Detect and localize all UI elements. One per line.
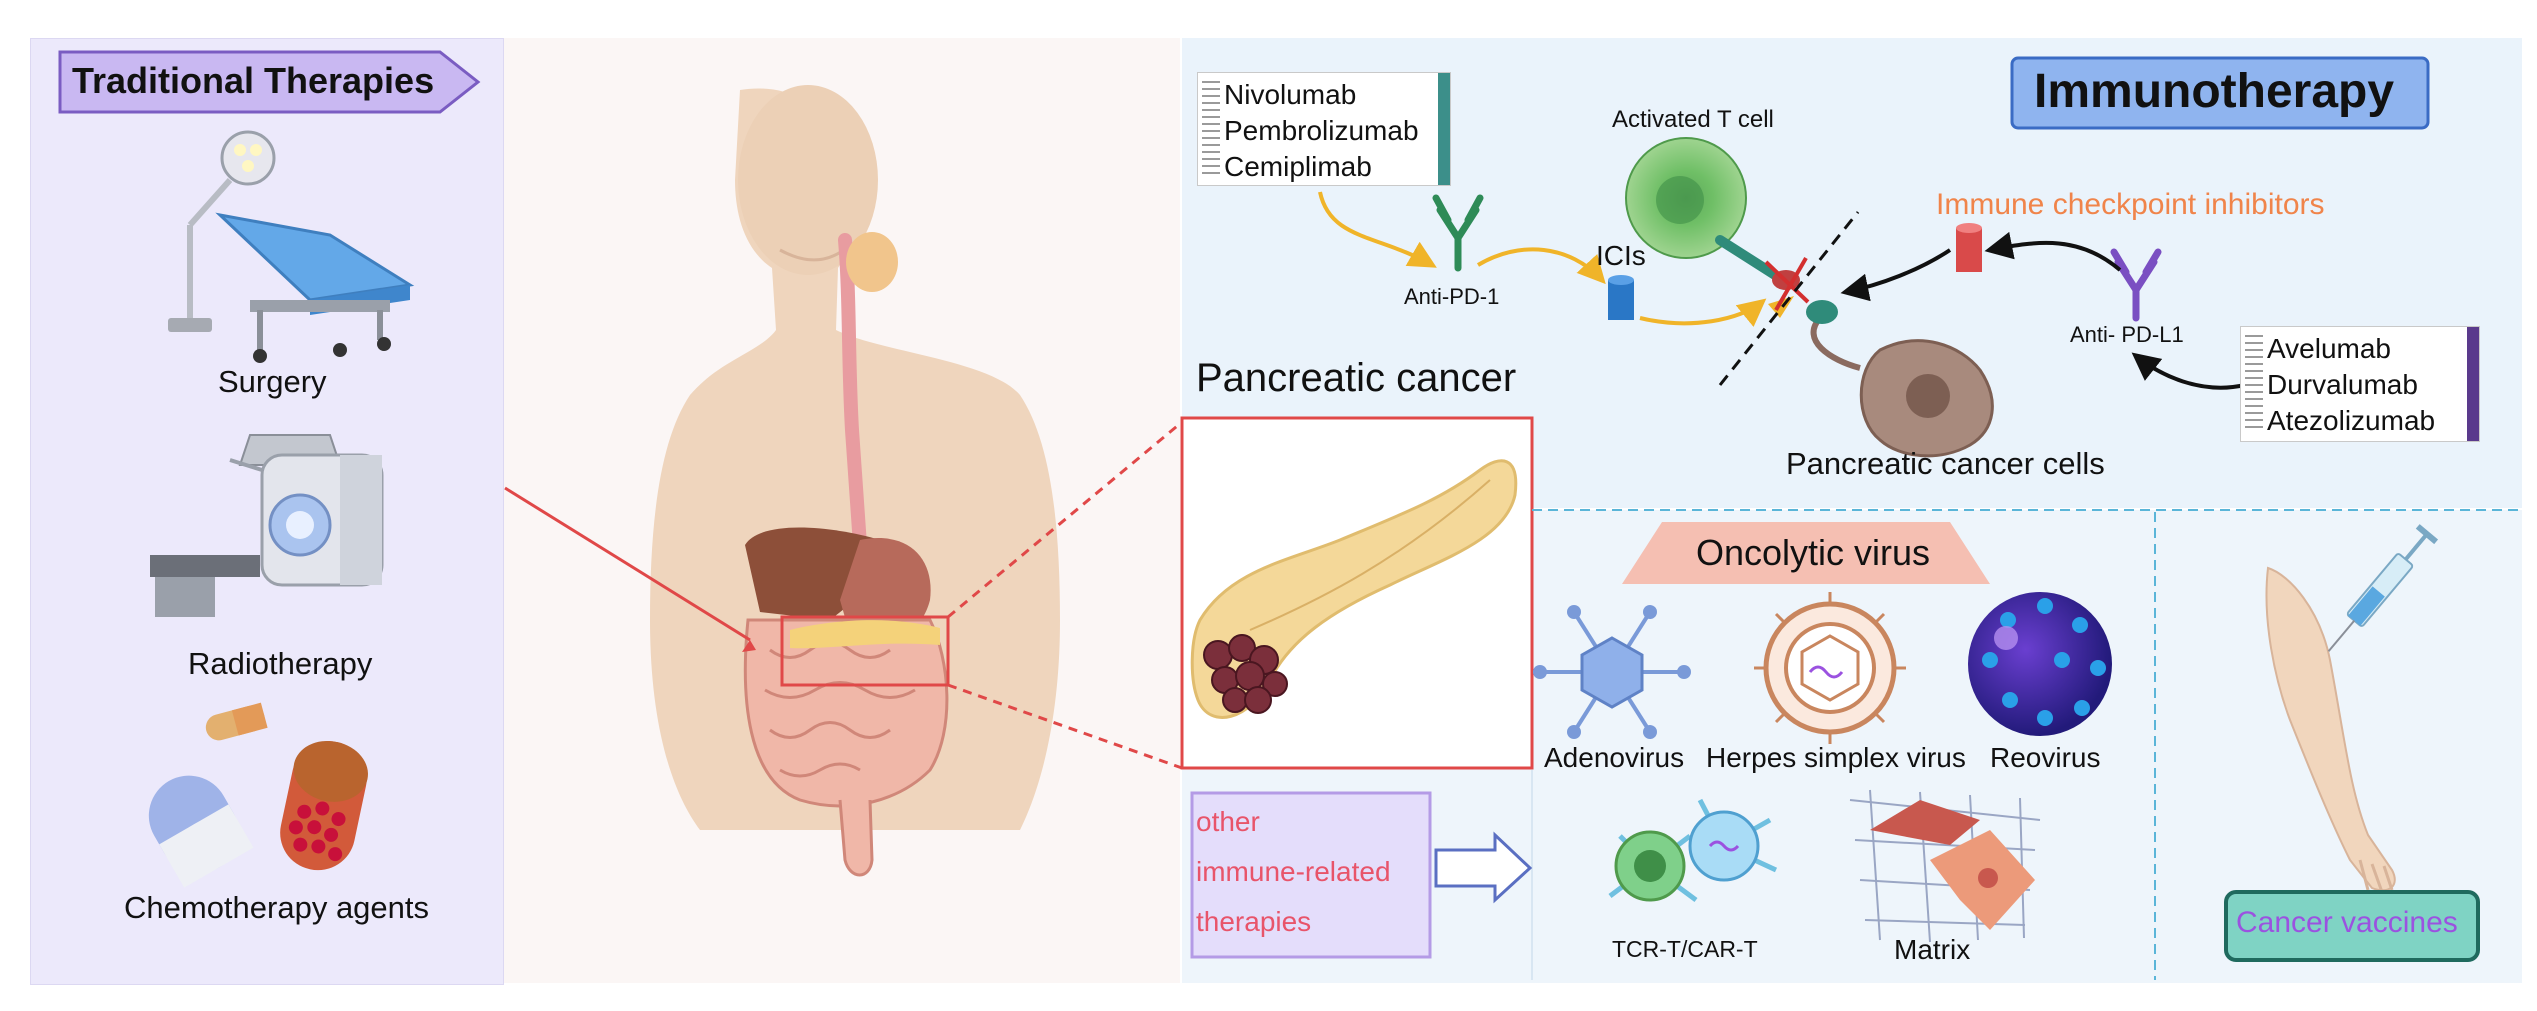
reovirus-icon — [1968, 592, 2112, 736]
synapse-divider — [1718, 211, 1860, 386]
pdl1-drug: Durvalumab — [2267, 369, 2418, 400]
anti-pdl1-label: Anti- PD-L1 — [2070, 322, 2184, 347]
arrow-icis-to-synapse — [1639, 298, 1767, 328]
t-cell-icon — [1625, 137, 1800, 290]
notebook-spiral-icon — [2245, 335, 2263, 433]
pd1-drug: Pembrolizumab — [1224, 115, 1419, 146]
pd1-drug: Cemiplimab — [1224, 151, 1372, 182]
cancer-cells-label: Pancreatic cancer cells — [1786, 446, 2105, 481]
adenovirus-icon — [1533, 605, 1691, 739]
other-line-3: therapies — [1196, 906, 1312, 937]
capsules-icon — [148, 702, 368, 888]
oncolytic-banner — [1622, 522, 1990, 584]
oncolytic-title: Oncolytic virus — [1696, 532, 1931, 573]
human-body-illustration — [650, 85, 1060, 877]
arrow-antipd1-to-icis — [1476, 247, 1606, 285]
radiotherapy-machine-icon — [150, 434, 384, 617]
arrow-checkpoint-to-synapse — [1840, 248, 1952, 302]
arm-vaccine-icon — [2265, 524, 2439, 893]
cancer-vaccines-label: Cancer vaccines — [2236, 906, 2458, 939]
block-x-icon — [1764, 257, 1810, 311]
pdl1-drug-list: Avelumab Durvalumab Atezolizumab — [2240, 326, 2480, 442]
arrow-drug-to-antipd1 — [1318, 191, 1437, 268]
icis-cylinder-icon — [1608, 275, 1634, 320]
cancer-cell-icon — [1806, 300, 1994, 458]
anti-pdl1-antibody-icon — [2110, 248, 2162, 322]
car-t-label: TCR-T/CAR-T — [1612, 936, 1758, 962]
anti-pd1-label: Anti-PD-1 — [1404, 284, 1500, 309]
matrix-icon — [1849, 789, 2041, 943]
surgery-label: Surgery — [218, 364, 327, 399]
adenovirus-label: Adenovirus — [1544, 742, 1685, 773]
pdl1-drug: Atezolizumab — [2267, 405, 2436, 436]
pancreas-highlight-box — [780, 615, 950, 687]
arrow-drug-to-antipdl1 — [2131, 352, 2246, 390]
other-line-1: other — [1196, 806, 1260, 837]
chemotherapy-label: Chemotherapy agents — [124, 890, 430, 925]
pd1-drug: Nivolumab — [1224, 79, 1357, 110]
connector-line — [504, 486, 751, 642]
checkpoint-inhibitors-label: Immune checkpoint inhibitors — [1936, 188, 2325, 221]
icis-label: ICIs — [1596, 240, 1646, 271]
radiotherapy-label: Radiotherapy — [188, 646, 373, 681]
reovirus-label: Reovirus — [1990, 742, 2101, 773]
zoom-line-top — [947, 420, 1183, 619]
herpes-virus-icon — [1754, 592, 1906, 744]
pdl1-drug: Avelumab — [2267, 333, 2392, 364]
matrix-label: Matrix — [1894, 934, 1971, 965]
notebook-band — [2467, 327, 2479, 441]
car-t-cells-icon — [1608, 798, 1778, 903]
immunotherapy-title-box — [2010, 56, 2430, 130]
cancer-vaccines-box — [2224, 890, 2480, 962]
pancreas-illustration — [1190, 459, 1518, 719]
immunotherapy-title: Immunotherapy — [2034, 65, 2395, 118]
anti-pd1-antibody-icon — [1432, 194, 1484, 272]
notebook-spiral-icon — [1202, 81, 1220, 177]
traditional-title: Traditional Therapies — [72, 60, 435, 101]
checkpoint-cylinder-icon — [1956, 223, 1982, 272]
notebook-band — [1438, 73, 1450, 185]
connector-arrowhead — [742, 640, 756, 652]
t-cell-label: Activated T cell — [1612, 106, 1774, 133]
hollow-arrow — [1434, 831, 1533, 904]
pancreatic-cancer-title: Pancreatic cancer — [1196, 356, 1517, 400]
pd1-drug-list: Nivolumab Pembrolizumab Cemiplimab — [1197, 72, 1451, 186]
arrow-antipdl1-to-checkpoint — [1984, 231, 2122, 272]
herpes-label: Herpes simplex virus — [1706, 742, 1966, 773]
other-line-2: immune-related — [1196, 856, 1391, 887]
traditional-title-banner — [58, 50, 481, 114]
other-therapies-box — [1190, 791, 1432, 959]
operating-table-icon — [168, 130, 415, 363]
